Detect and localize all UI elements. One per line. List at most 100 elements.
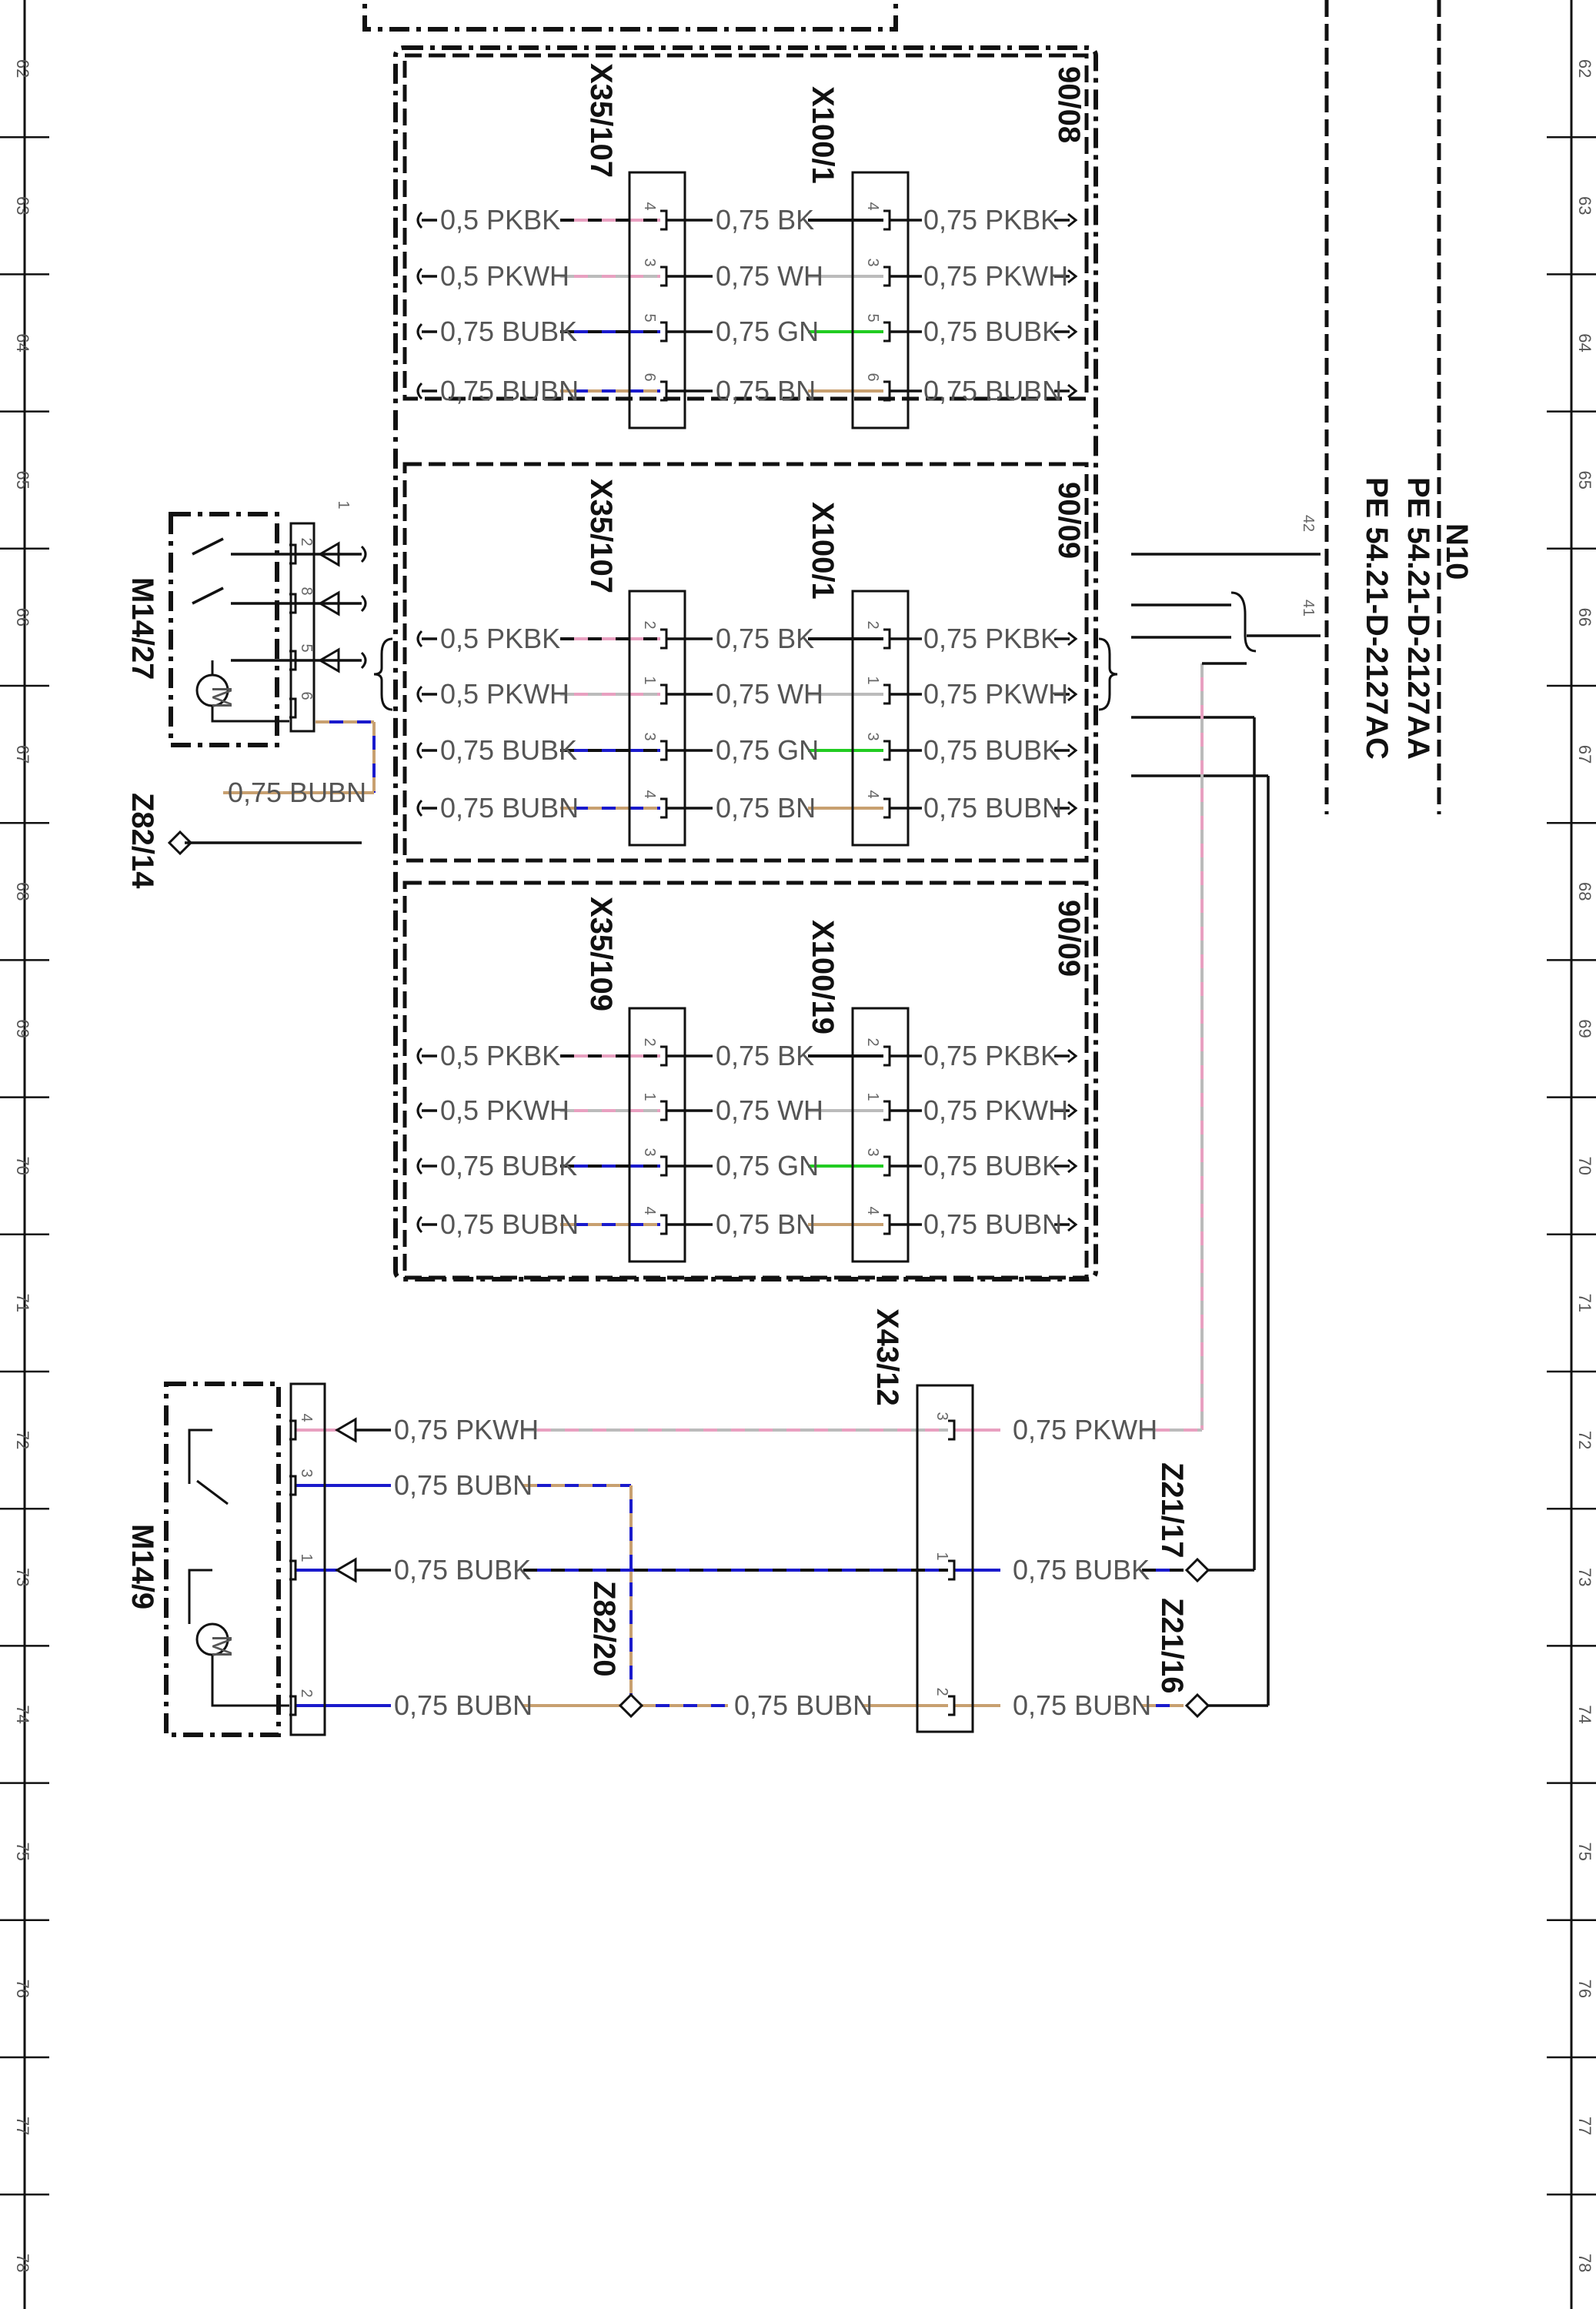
z21-17-label: Z21/17 <box>1155 1462 1189 1559</box>
pin-contact <box>289 1695 297 1716</box>
m14-27-label: M14/27 <box>125 577 159 680</box>
pin-number-right: 1 <box>864 676 881 684</box>
row-number-right: 75 <box>1575 1842 1594 1860</box>
row-number-right: 69 <box>1575 1019 1594 1038</box>
brace-right <box>1098 637 1118 711</box>
x43-pin: 1 <box>933 1552 950 1560</box>
ground-arrow <box>318 590 340 617</box>
pin-contact <box>289 593 297 614</box>
connector-body-left <box>628 590 686 847</box>
wire-label-middle: 0,75 BN <box>716 792 816 824</box>
pin-number-right: 3 <box>864 732 881 740</box>
row-number-left: 76 <box>13 1980 32 1998</box>
pin-contact <box>660 266 668 287</box>
wire-end-hook <box>416 685 423 703</box>
row-number-left: 62 <box>13 59 32 78</box>
pin-contact <box>289 697 297 719</box>
n10-label: N10 <box>1440 523 1474 580</box>
row-number-right: 78 <box>1575 2254 1594 2272</box>
components <box>164 171 1257 1737</box>
pin-contact <box>948 1559 956 1581</box>
wire-arrow-head <box>1067 324 1078 339</box>
pin-number-right: 2 <box>864 1038 881 1046</box>
row-number-left: 72 <box>13 1431 32 1449</box>
connector-frames <box>362 0 1441 1281</box>
wire-end-hook <box>416 382 423 400</box>
wire-label-right: 0,75 PKBK <box>923 204 1059 236</box>
n10-frame <box>1324 0 1441 814</box>
row-number-left: 70 <box>13 1156 32 1175</box>
wire-label-left: 0,5 PKBK <box>440 204 560 236</box>
wire-label-middle: 0,75 GN <box>716 734 819 766</box>
wire-arrow-head <box>1067 687 1078 702</box>
pin-contact <box>660 209 668 231</box>
row-number-right: 66 <box>1575 608 1594 627</box>
wire-label-right: 0,75 BUBN <box>923 1208 1062 1240</box>
pin-contact <box>883 1100 891 1121</box>
pin-contact <box>948 1695 956 1716</box>
wire-end-hook <box>416 267 423 286</box>
x43-label: X43/12 <box>870 1308 904 1406</box>
z82-20-wire-label: 0,75 BUBN <box>734 1689 873 1721</box>
m14-9-internal <box>188 1429 289 1707</box>
m14-9-frame <box>164 1382 281 1737</box>
pin-contact <box>883 266 891 287</box>
pin-number-right: 4 <box>864 202 881 210</box>
row-number-right: 64 <box>1575 333 1594 352</box>
ground-arrow <box>335 1417 357 1443</box>
m14-9-wire-label: 0,75 BUBN <box>394 1469 533 1501</box>
wire-end-hook <box>360 651 367 670</box>
m14-27-pin: 6 <box>298 691 315 700</box>
pin-contact <box>660 1045 668 1067</box>
pin-number-right: 3 <box>864 258 881 266</box>
wire-end-hook <box>360 545 367 563</box>
row-number-left: 69 <box>13 1019 32 1038</box>
wire-arrow-head <box>1067 269 1078 284</box>
pin-number-left: 2 <box>641 1038 658 1046</box>
n10-pin-41: 41 <box>1300 600 1317 617</box>
z82-14-label: Z82/14 <box>125 793 159 889</box>
wire-arrow-head <box>1067 383 1078 399</box>
page-ref: 90/09 <box>1052 900 1086 977</box>
pin-contact <box>660 1214 668 1235</box>
wire-end-hook <box>416 1215 423 1234</box>
wire-label-middle: 0,75 BK <box>716 623 814 654</box>
pin-contact <box>289 650 297 671</box>
pin-contact <box>883 1214 891 1235</box>
connector-group-frame-1 <box>402 53 1089 401</box>
wire-label-left: 0,5 PKWH <box>440 1094 569 1126</box>
row-number-right: 65 <box>1575 470 1594 489</box>
m14-9-pin: 4 <box>298 1413 315 1422</box>
wire-arrow-head <box>1067 631 1078 647</box>
row-number-right: 63 <box>1575 196 1594 215</box>
wire-arrow-head <box>1067 1048 1078 1064</box>
m14-9-pin: 3 <box>298 1469 315 1477</box>
wire-arrow-head <box>1067 212 1078 228</box>
wire-label-middle: 0,75 WH <box>716 1094 823 1126</box>
wire-label-left: 0,5 PKBK <box>440 1040 560 1071</box>
wire-label-left: 0,75 BUBN <box>440 792 579 824</box>
pe-ref-2: PE 54.21-D-2127AC <box>1360 477 1394 760</box>
wire-label-right: 0,75 PKWH <box>923 678 1068 710</box>
m14-27-connector <box>289 522 316 733</box>
pin-number-left: 1 <box>641 1092 658 1101</box>
connector-ref-right: X100/19 <box>806 920 840 1034</box>
connector-body-right <box>851 171 910 429</box>
ground-arrow <box>318 647 340 673</box>
pin-number-left: 4 <box>641 1206 658 1215</box>
pin-contact <box>660 321 668 343</box>
motor-letter: M <box>206 1635 238 1658</box>
x43-pin: 3 <box>933 1412 950 1420</box>
row-number-right: 73 <box>1575 1568 1594 1586</box>
row-number-right: 76 <box>1575 1980 1594 1998</box>
wire-label-right: 0,75 BUBK <box>923 316 1060 347</box>
page-ref: 90/09 <box>1052 482 1086 559</box>
row-number-left: 73 <box>13 1568 32 1586</box>
x43-wire-label: 0,75 BUBK <box>1013 1554 1150 1586</box>
x43-wire-label: 0,75 BUBN <box>1013 1689 1151 1721</box>
z82-20-label: Z82/20 <box>587 1581 621 1677</box>
row-number-left: 75 <box>13 1842 32 1860</box>
connector-ref-left: X35/107 <box>584 63 618 178</box>
